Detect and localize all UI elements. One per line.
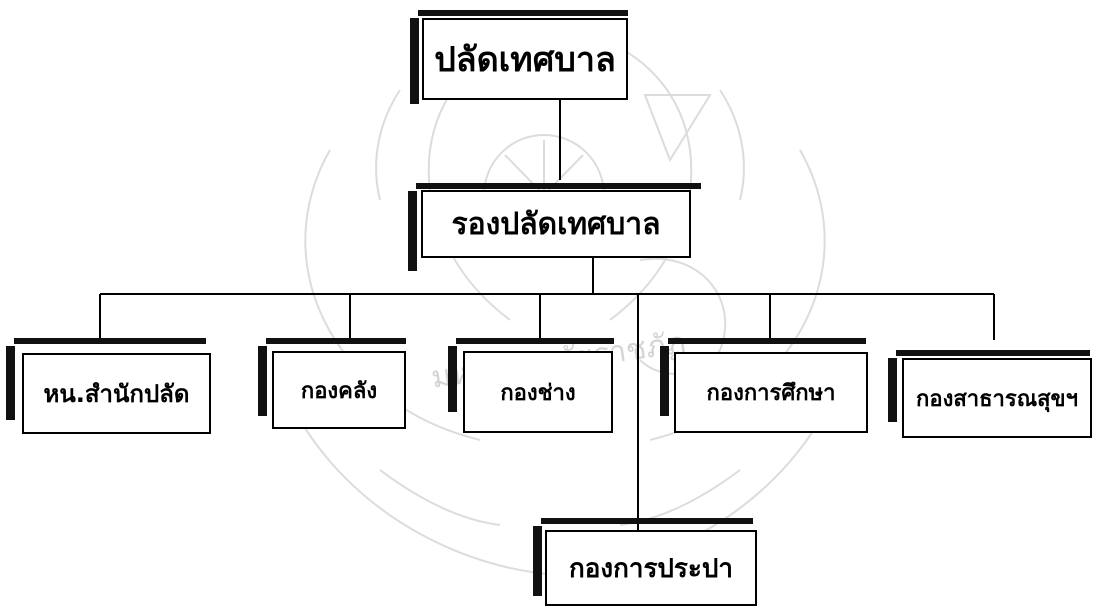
node-office-label: หน.สำนักปลัด	[22, 353, 211, 434]
node-finance-label: กองคลัง	[272, 351, 406, 429]
node-head-label: ปลัดเทศบาล	[422, 18, 628, 100]
node-deputy-label: รองปลัดเทศบาล	[421, 190, 691, 258]
node-health-label: กองสาธารณสุขฯ	[902, 358, 1092, 438]
node-engineering-label: กองช่าง	[463, 351, 613, 433]
node-education-label: กองการศึกษา	[674, 352, 868, 433]
node-water-label: กองการประปา	[545, 530, 757, 606]
